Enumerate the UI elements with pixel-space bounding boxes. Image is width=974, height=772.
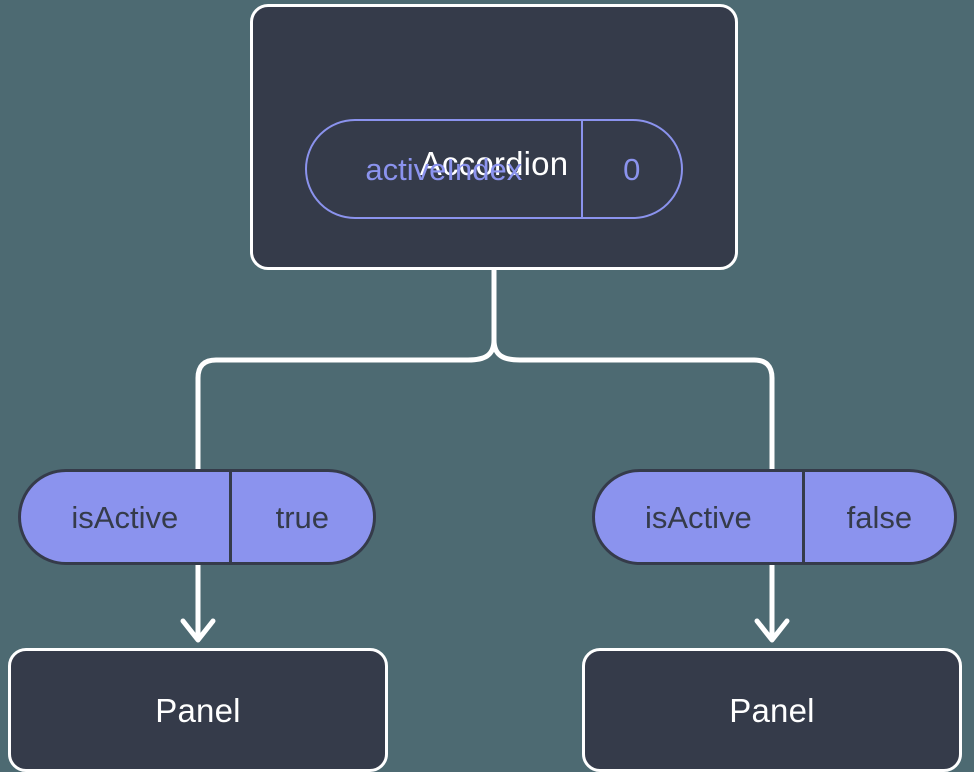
- edge-branch-right: [491, 337, 775, 472]
- edge-arrow-right-head: [754, 618, 790, 643]
- pill-is-active-true-value: true: [228, 472, 373, 562]
- pill-is-active-false[interactable]: isActive false: [592, 469, 957, 565]
- pill-active-index-key: activeIndex: [365, 151, 523, 187]
- pill-active-index[interactable]: activeIndex 0: [305, 119, 683, 219]
- pill-is-active-true[interactable]: isActive true: [18, 469, 376, 565]
- pill-is-active-true-key: isActive: [71, 499, 179, 535]
- pill-active-index-value: 0: [580, 121, 681, 217]
- node-panel-left-label: Panel: [155, 691, 241, 729]
- edge-branch-left: [195, 337, 497, 472]
- edge-arrow-left-head: [180, 618, 216, 643]
- pill-is-active-false-key: isActive: [644, 499, 752, 535]
- pill-is-active-false-value: false: [801, 472, 954, 562]
- node-panel-right[interactable]: Panel: [582, 648, 962, 772]
- node-panel-left[interactable]: Panel: [8, 648, 388, 772]
- node-panel-right-label: Panel: [729, 691, 815, 729]
